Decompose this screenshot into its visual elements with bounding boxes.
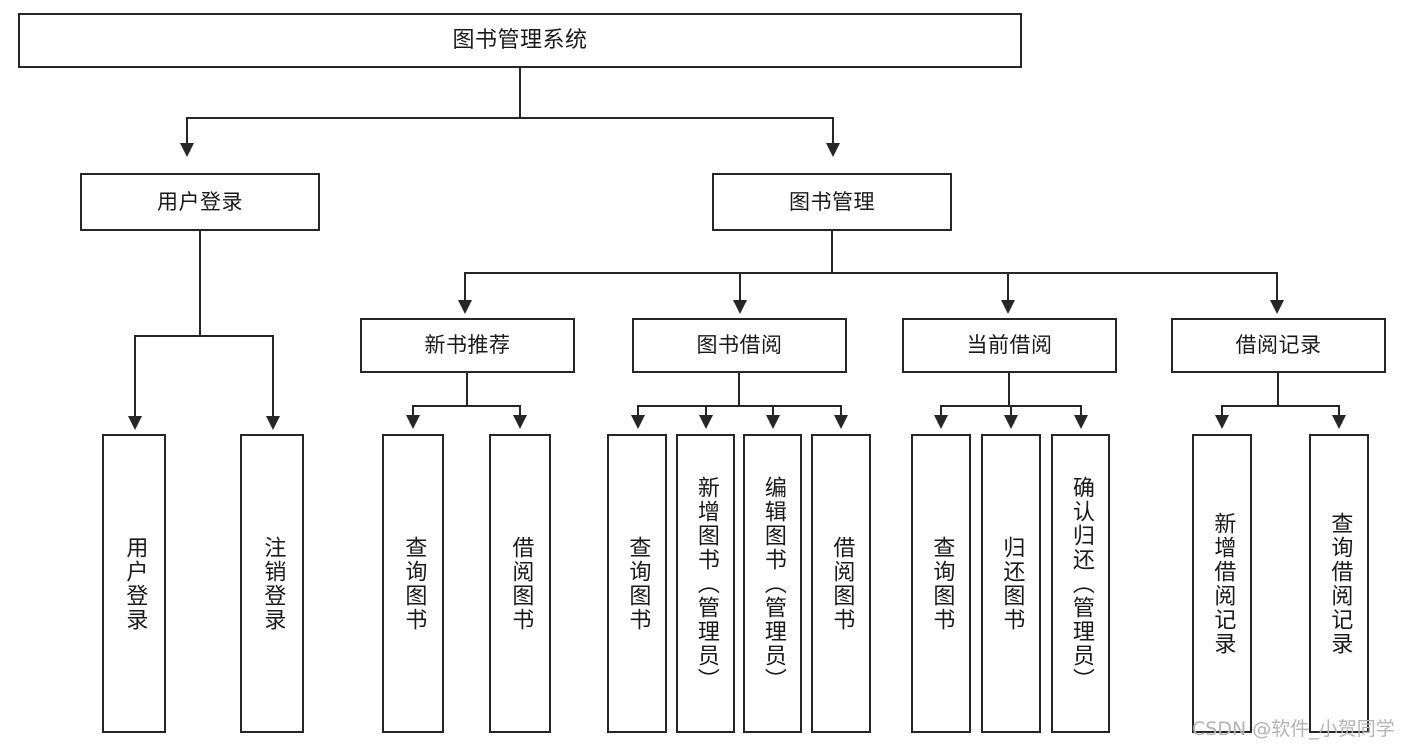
connector-user-login-stem xyxy=(199,231,201,336)
node-label: 注销登录 xyxy=(260,535,286,632)
connector-user-login-bar xyxy=(134,335,274,337)
arrowhead-bb-leaf3 xyxy=(766,415,780,429)
node-user-login[interactable]: 用户登录 xyxy=(80,173,320,231)
arrowhead-to-new-book-rec xyxy=(458,300,472,314)
node-label: 归还图书 xyxy=(999,535,1025,632)
connector-new-book-rec-bar xyxy=(412,405,521,407)
connector-book-borrow-bar xyxy=(637,405,842,407)
node-label: 确认归还（管理员） xyxy=(1068,475,1094,692)
connector-borrow-record-stem xyxy=(1277,373,1279,406)
connector-to-leaf-user-login xyxy=(134,335,136,420)
arrowhead-to-book-manage xyxy=(826,143,840,157)
connector-to-book-manage xyxy=(832,117,834,147)
connector-to-new-book-rec xyxy=(464,272,466,304)
arrowhead-br-leaf1 xyxy=(1215,415,1229,429)
arrowhead-to-borrow-record xyxy=(1270,300,1284,314)
node-label: 查询借阅记录 xyxy=(1327,511,1353,656)
node-borrow-record[interactable]: 借阅记录 xyxy=(1171,318,1386,373)
connector-to-borrow-record xyxy=(1276,272,1278,304)
node-leaf-query-book-3[interactable]: 查询图书 xyxy=(911,434,971,733)
connector-book-manage-stem xyxy=(831,231,833,273)
node-label: 借阅图书 xyxy=(508,535,534,632)
arrowhead-bb-leaf4 xyxy=(834,415,848,429)
node-label: 新增借阅记录 xyxy=(1210,511,1236,656)
node-leaf-confirm-return[interactable]: 确认归还（管理员） xyxy=(1051,434,1110,733)
node-label: 图书管理系统 xyxy=(452,27,588,53)
node-label: 新增图书（管理员） xyxy=(693,475,719,692)
arrowhead-nbr-leaf2 xyxy=(513,415,527,429)
connector-to-book-borrow xyxy=(739,272,741,304)
connector-br-leaf2 xyxy=(1338,405,1340,419)
node-label: 借阅图书 xyxy=(829,535,855,632)
node-leaf-borrow-book-2[interactable]: 借阅图书 xyxy=(811,434,871,733)
connector-to-user-login xyxy=(186,117,188,147)
connector-current-borrow-stem xyxy=(1008,373,1010,406)
node-leaf-return-book[interactable]: 归还图书 xyxy=(981,434,1041,733)
arrowhead-to-leaf-logout xyxy=(266,416,280,430)
arrowhead-bb-leaf1 xyxy=(631,415,645,429)
connector-root-stem xyxy=(519,68,521,118)
node-leaf-add-record[interactable]: 新增借阅记录 xyxy=(1192,434,1252,733)
connector-to-leaf-logout xyxy=(272,335,274,420)
node-label: 新书推荐 xyxy=(424,333,511,358)
connector-nbr-leaf2 xyxy=(519,405,521,419)
node-book-borrow[interactable]: 图书借阅 xyxy=(632,318,847,373)
arrowhead-nbr-leaf1 xyxy=(406,415,420,429)
node-leaf-user-login[interactable]: 用户登录 xyxy=(102,434,166,733)
arrowhead-to-current-borrow xyxy=(1001,300,1015,314)
node-label: 借阅记录 xyxy=(1235,333,1322,358)
connector-bb-leaf1 xyxy=(637,405,639,419)
arrowhead-br-leaf2 xyxy=(1332,415,1346,429)
node-label: 图书管理 xyxy=(789,189,875,214)
node-leaf-add-book[interactable]: 新增图书（管理员） xyxy=(676,434,735,733)
node-label: 当前借阅 xyxy=(966,333,1053,358)
node-root-system[interactable]: 图书管理系统 xyxy=(18,13,1022,68)
connector-nbr-leaf1 xyxy=(412,405,414,419)
node-leaf-edit-book[interactable]: 编辑图书（管理员） xyxy=(743,434,802,733)
connector-bb-leaf4 xyxy=(840,405,842,419)
node-label: 查询图书 xyxy=(625,535,651,632)
arrowhead-to-leaf-user-login xyxy=(128,416,142,430)
node-label: 图书借阅 xyxy=(696,333,783,358)
connector-bb-leaf3 xyxy=(772,405,774,419)
node-leaf-borrow-book-1[interactable]: 借阅图书 xyxy=(489,434,551,733)
connector-cb-leaf2 xyxy=(1010,405,1012,419)
arrowhead-to-user-login xyxy=(180,143,194,157)
arrowhead-cb-leaf3 xyxy=(1074,415,1088,429)
connector-book-borrow-stem xyxy=(738,373,740,406)
arrowhead-bb-leaf2 xyxy=(699,415,713,429)
connector-cb-leaf3 xyxy=(1080,405,1082,419)
node-leaf-logout[interactable]: 注销登录 xyxy=(240,434,304,733)
connector-cb-leaf1 xyxy=(940,405,942,419)
connector-bb-leaf2 xyxy=(705,405,707,419)
node-label: 查询图书 xyxy=(401,535,427,632)
connector-level2-bar xyxy=(186,117,834,119)
arrowhead-cb-leaf2 xyxy=(1004,415,1018,429)
node-new-book-rec[interactable]: 新书推荐 xyxy=(360,318,575,373)
arrowhead-cb-leaf1 xyxy=(934,415,948,429)
node-label: 用户登录 xyxy=(157,189,243,214)
connector-level3-bar xyxy=(464,272,1276,274)
connector-br-leaf1 xyxy=(1221,405,1223,419)
connector-borrow-record-bar xyxy=(1221,405,1340,407)
node-label: 用户登录 xyxy=(122,535,148,632)
connector-to-current-borrow xyxy=(1007,272,1009,304)
node-label: 查询图书 xyxy=(929,535,955,632)
node-leaf-query-book-1[interactable]: 查询图书 xyxy=(382,434,444,733)
node-leaf-query-book-2[interactable]: 查询图书 xyxy=(607,434,667,733)
arrowhead-to-book-borrow xyxy=(733,300,747,314)
node-leaf-query-record[interactable]: 查询借阅记录 xyxy=(1309,434,1369,733)
connector-new-book-rec-stem xyxy=(466,373,468,406)
node-current-borrow[interactable]: 当前借阅 xyxy=(902,318,1117,373)
node-label: 编辑图书（管理员） xyxy=(760,475,786,692)
node-book-manage[interactable]: 图书管理 xyxy=(712,173,952,231)
